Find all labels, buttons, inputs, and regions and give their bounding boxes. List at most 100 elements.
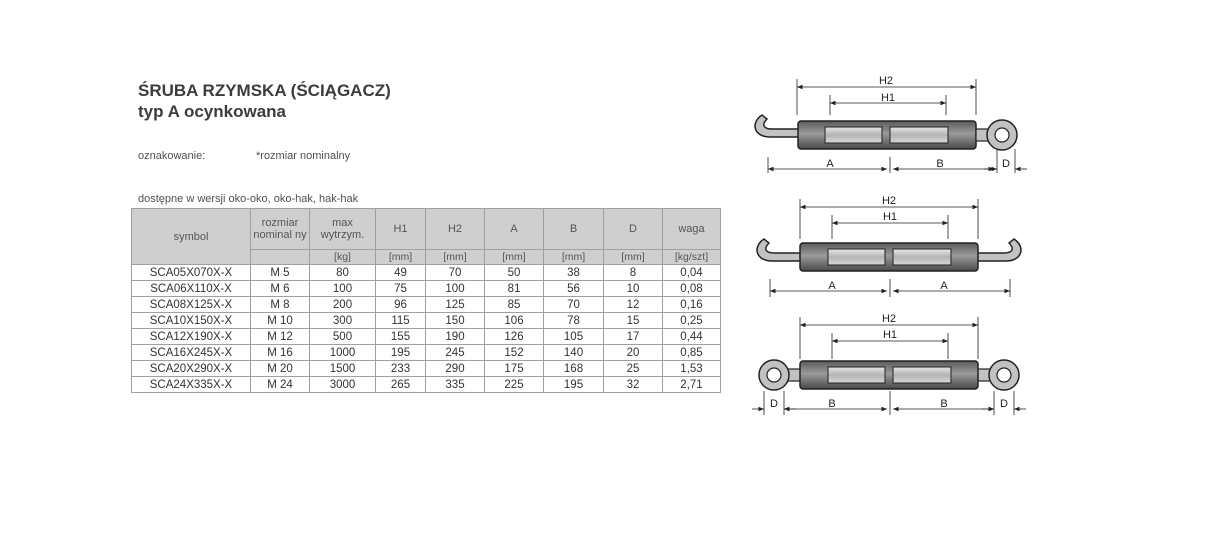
column-header: H1 [375, 208, 426, 250]
label-h2: H2 [882, 195, 896, 207]
table-cell: 150 [425, 312, 485, 329]
table-cell: 500 [309, 328, 376, 345]
table-cell: 0,16 [662, 296, 721, 313]
table-cell: 225 [484, 376, 544, 393]
table-cell: M 12 [250, 328, 310, 345]
column-header: max wytrzym. [309, 208, 376, 250]
table-cell: 3000 [309, 376, 376, 393]
column-header: D [603, 208, 663, 250]
table-cell: 0,44 [662, 328, 721, 345]
dimension-lines [769, 199, 1011, 297]
table-cell: 245 [425, 344, 485, 361]
marking-label: oznakowanie: [138, 150, 206, 162]
label-h1: H1 [881, 92, 895, 104]
table-cell: SCA12X190X-X [131, 328, 251, 345]
column-unit [250, 249, 310, 265]
drawing-eye-eye: H2 H1 D B B D [752, 313, 1026, 415]
table-cell: 10 [603, 280, 663, 297]
table-cell: M 10 [250, 312, 310, 329]
eye-shape [986, 119, 1018, 151]
label-b-right: B [940, 398, 947, 410]
table-cell: 75 [375, 280, 426, 297]
table-cell: M 8 [250, 296, 310, 313]
table-cell: 300 [309, 312, 376, 329]
label-d-left: D [770, 398, 778, 410]
table-cell: M 20 [250, 360, 310, 377]
table-cell: 56 [543, 280, 604, 297]
table-cell: 140 [543, 344, 604, 361]
label-b: B [936, 158, 943, 170]
table-cell: 195 [375, 344, 426, 361]
table-cell: 20 [603, 344, 663, 361]
hook-shape [754, 114, 801, 138]
label-h1: H1 [883, 329, 897, 341]
table-cell: M 5 [250, 264, 310, 281]
label-a-left: A [828, 280, 836, 292]
title-line-2: typ A ocynkowana [138, 102, 286, 121]
column-unit: [kg] [309, 249, 376, 265]
table-cell: 233 [375, 360, 426, 377]
table-cell: 17 [603, 328, 663, 345]
column-header: B [543, 208, 604, 250]
eye-left [758, 359, 790, 391]
variants-note: dostępne w wersji oko-oko, oko-hak, hak-… [138, 193, 359, 205]
table-cell: SCA10X150X-X [131, 312, 251, 329]
table-cell: 175 [484, 360, 544, 377]
label-h2: H2 [879, 75, 893, 87]
table-cell: 195 [543, 376, 604, 393]
column-unit: [mm] [425, 249, 485, 265]
marking-value: *rozmiar nominalny [256, 150, 351, 162]
column-header: waga [662, 208, 721, 250]
table-cell: M 24 [250, 376, 310, 393]
table-cell: 1,53 [662, 360, 721, 377]
table-cell: 0,25 [662, 312, 721, 329]
table-cell: 49 [375, 264, 426, 281]
title-line-1: ŚRUBA RZYMSKA (ŚCIĄGACZ) [138, 81, 391, 100]
table-cell: 155 [375, 328, 426, 345]
marking-note: oznakowanie: *rozmiar nominalny [138, 150, 350, 162]
table-cell: 1500 [309, 360, 376, 377]
column-unit: [kg/szt] [662, 249, 721, 265]
table-cell: 81 [484, 280, 544, 297]
table-cell: 125 [425, 296, 485, 313]
label-d: D [1002, 158, 1010, 170]
table-cell: SCA20X290X-X [131, 360, 251, 377]
column-header: symbol [131, 208, 251, 265]
table-cell: 152 [484, 344, 544, 361]
drawing-hook-eye: H2 H1 A B D [754, 75, 1027, 173]
product-title: ŚRUBA RZYMSKA (ŚCIĄGACZ) typ A ocynkowan… [138, 80, 391, 122]
table-cell: 12 [603, 296, 663, 313]
table-cell: M 6 [250, 280, 310, 297]
table-cell: SCA05X070X-X [131, 264, 251, 281]
turnbuckle-body [799, 242, 979, 272]
table-cell: 70 [425, 264, 485, 281]
eye-right [988, 359, 1020, 391]
column-header: rozmiar nominal ny [250, 208, 310, 250]
column-unit: [mm] [543, 249, 604, 265]
table-cell: 50 [484, 264, 544, 281]
table-cell: SCA24X335X-X [131, 376, 251, 393]
hook-left [756, 238, 803, 262]
table-cell: SCA16X245X-X [131, 344, 251, 361]
table-cell: 25 [603, 360, 663, 377]
table-cell: M 16 [250, 344, 310, 361]
table-cell: 0,85 [662, 344, 721, 361]
table-cell: 78 [543, 312, 604, 329]
column-header: H2 [425, 208, 485, 250]
table-cell: 335 [425, 376, 485, 393]
column-unit: [mm] [603, 249, 663, 265]
table-cell: 85 [484, 296, 544, 313]
table-cell: 0,04 [662, 264, 721, 281]
column-unit: [mm] [375, 249, 426, 265]
label-b-left: B [828, 398, 835, 410]
table-cell: 1000 [309, 344, 376, 361]
table-cell: SCA06X110X-X [131, 280, 251, 297]
table-cell: 32 [603, 376, 663, 393]
table-cell: 190 [425, 328, 485, 345]
table-cell: 105 [543, 328, 604, 345]
